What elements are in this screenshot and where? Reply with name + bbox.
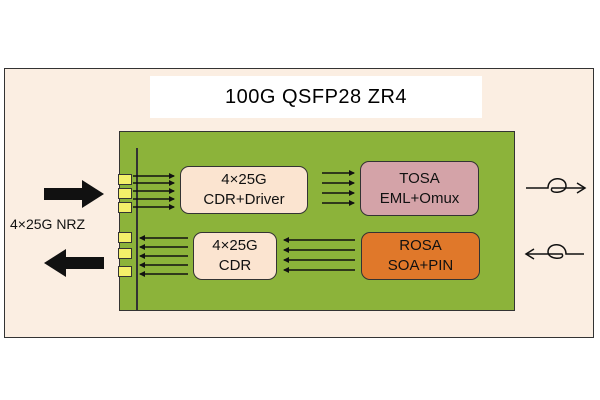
cdr-driver-line1: 4×25G	[221, 171, 267, 188]
cdr-line1: 4×25G	[212, 237, 258, 254]
tosa-line2: EML+Omux	[379, 189, 460, 207]
tosa-line1: TOSA	[399, 169, 440, 187]
rx-pad-1	[118, 232, 132, 243]
rx-rosa-arrows	[283, 237, 355, 273]
big-arrow-icon-out	[44, 249, 104, 277]
rx-output-arrows	[139, 235, 188, 277]
fiber-loop-icon-rx	[524, 244, 584, 260]
cdr-driver-line2: CDR+Driver	[203, 191, 285, 208]
rosa-line2: SOA+PIN	[387, 257, 454, 274]
cdr-line2: CDR	[218, 257, 252, 274]
rosa-line1: ROSA	[399, 237, 442, 254]
rosa-block: ROSA SOA+PIN	[361, 232, 480, 280]
tx-pad-1	[118, 174, 132, 185]
tx-input-arrows	[133, 173, 175, 210]
fiber-loop-icon-tx	[526, 178, 587, 194]
cdr-block: 4×25G CDR	[193, 232, 277, 280]
tx-driver-arrows	[322, 170, 355, 206]
big-arrow-icon-in	[44, 180, 104, 208]
rx-pad-2	[118, 248, 132, 259]
tx-pad-3	[118, 202, 132, 213]
lane-label: 4×25G NRZ	[10, 216, 86, 232]
pcb-edge-line	[136, 148, 138, 311]
tx-pad-2	[118, 188, 132, 199]
rx-pad-3	[118, 266, 132, 277]
title-box: 100G QSFP28 ZR4	[150, 76, 482, 118]
diagram-title: 100G QSFP28 ZR4	[224, 85, 408, 108]
cdr-driver-block: 4×25G CDR+Driver	[180, 166, 308, 214]
tosa-block: TOSA EML+Omux	[360, 161, 479, 216]
